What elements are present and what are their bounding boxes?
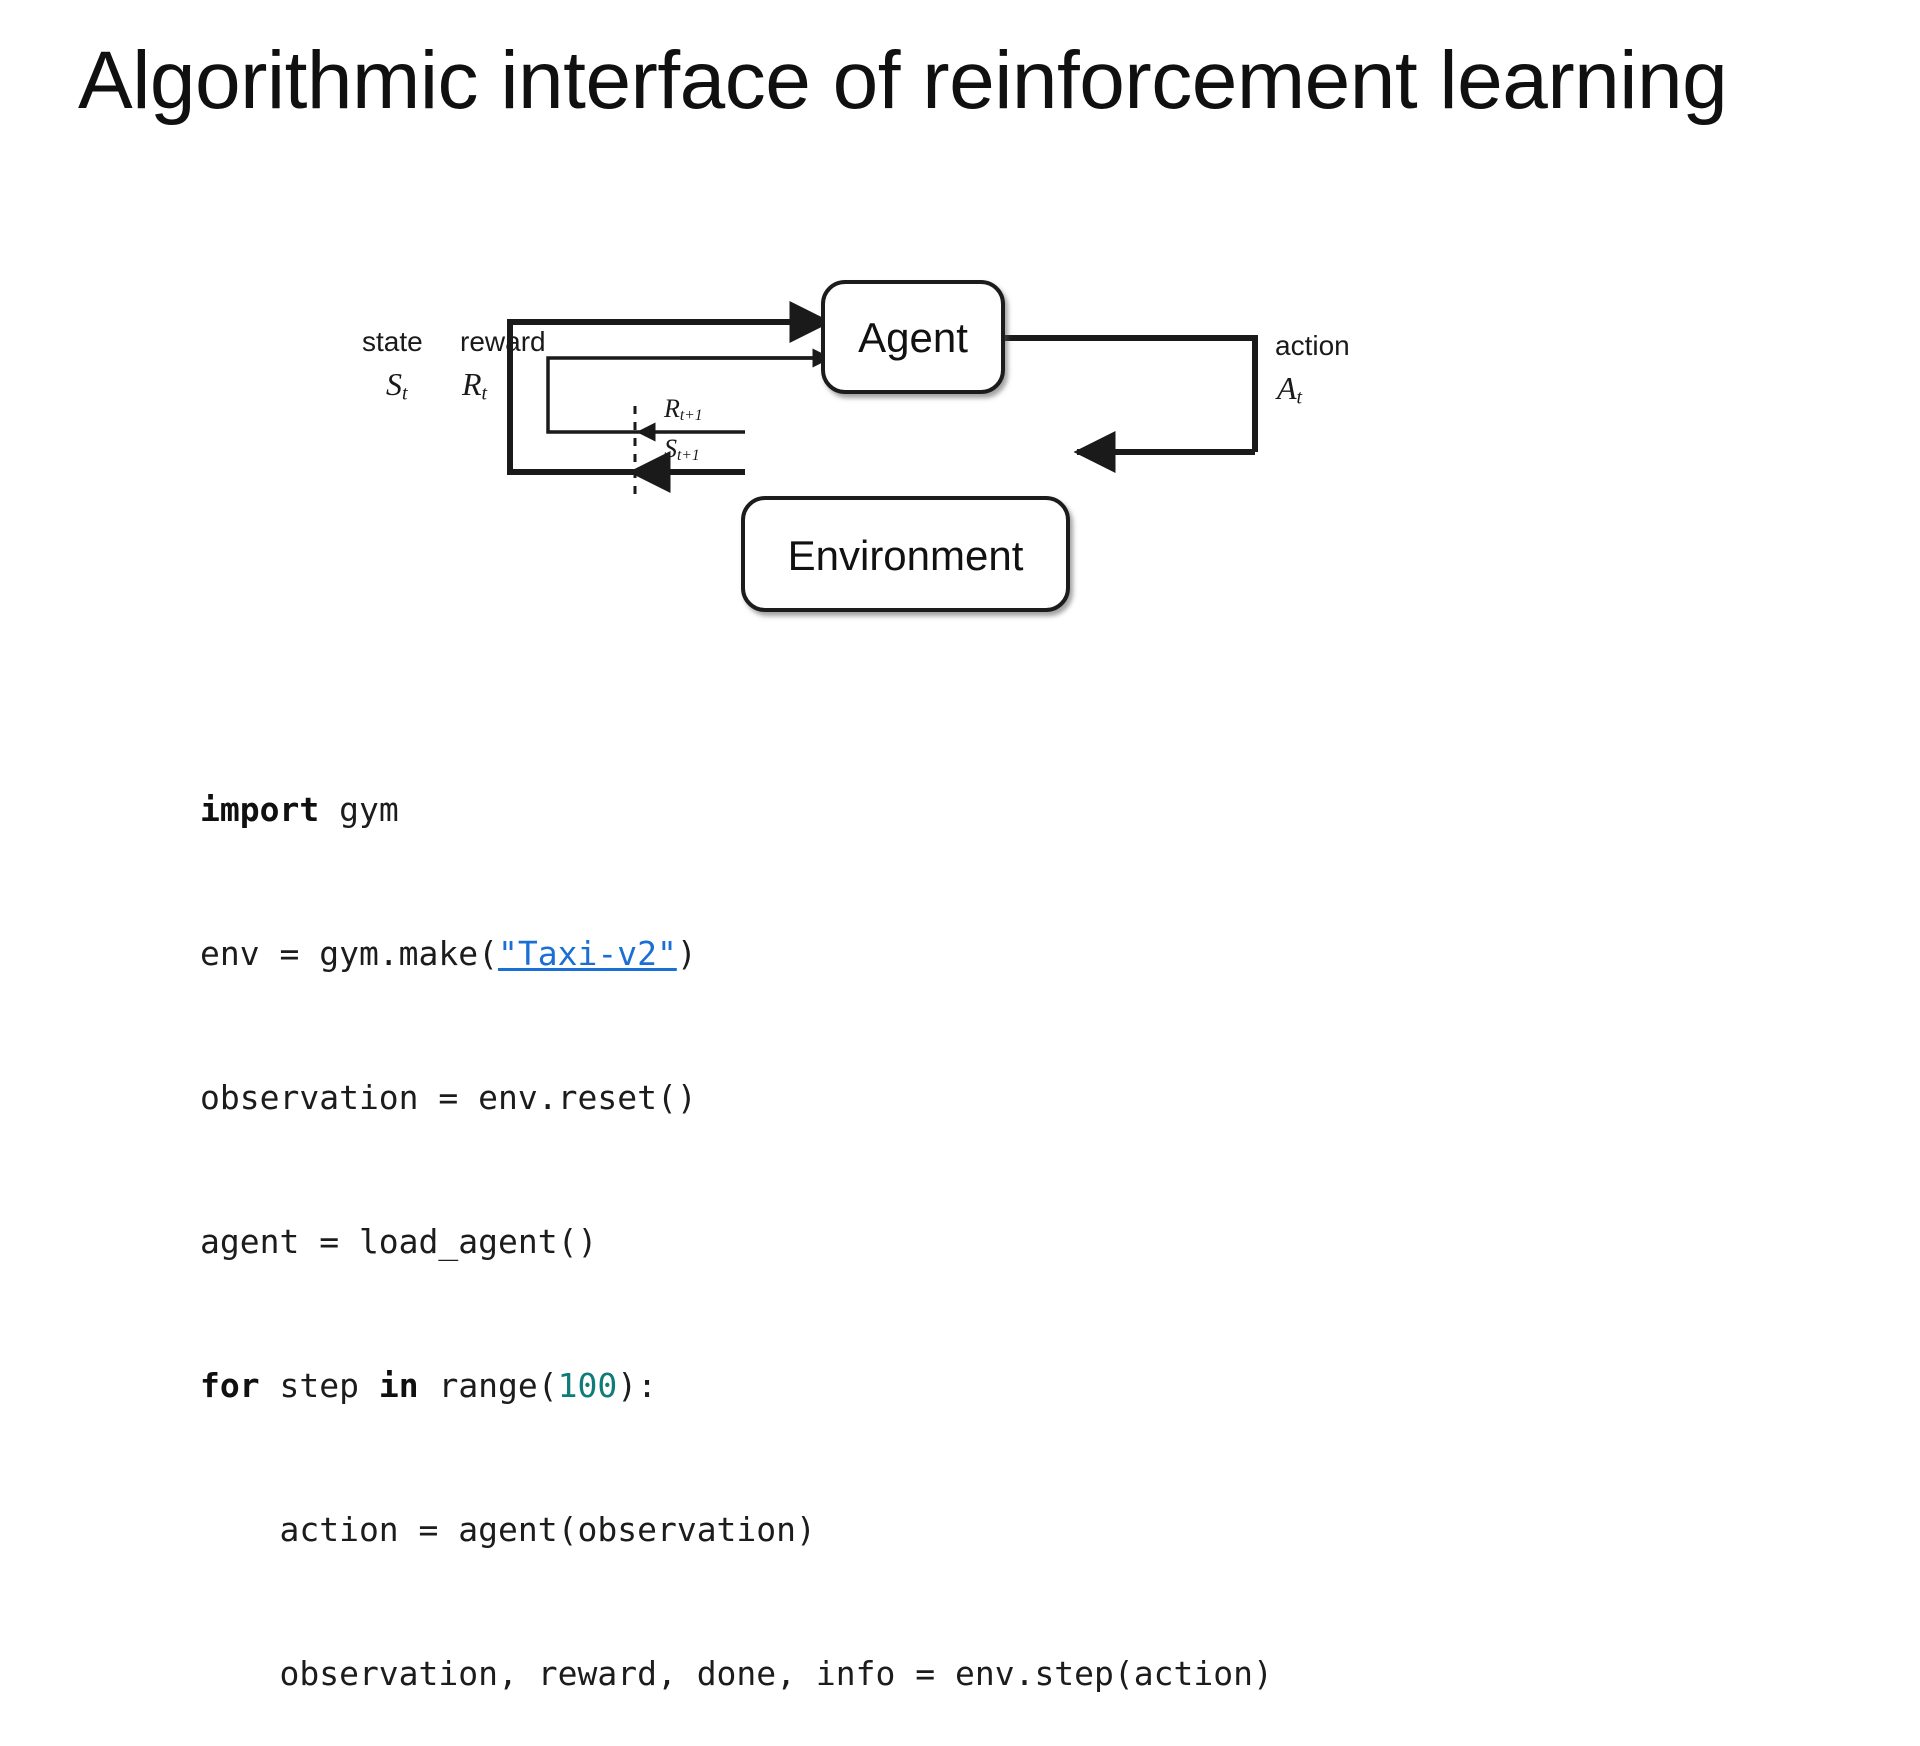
code-number-literal: 100 <box>557 1366 618 1405</box>
code-text: agent = load_agent() <box>200 1222 598 1261</box>
code-line-l7: observation, reward, done, info = env.st… <box>200 1650 1273 1698</box>
rl-loop-svg <box>507 280 1258 612</box>
code-line-l5: for step in range(100): <box>200 1362 1273 1410</box>
code-text: ): <box>617 1366 658 1405</box>
code-text: action = agent(observation) <box>200 1510 816 1549</box>
edge-label-reward-symbol: Rt <box>462 366 488 405</box>
node-environment-label: Environment <box>787 532 1024 579</box>
node-environment-box[interactable] <box>741 496 1070 612</box>
code-line-l4: agent = load_agent() <box>200 1218 1273 1266</box>
code-text: observation = env.reset() <box>200 1078 697 1117</box>
code-keyword: in <box>378 1366 419 1405</box>
code-text: gym <box>319 790 399 829</box>
edge-label-state-word: state <box>362 326 423 357</box>
code-text: observation, reward, done, info = env.st… <box>200 1654 1273 1693</box>
rl-loop-diagram: Agent Environment state St reward Rt act… <box>362 210 1480 630</box>
code-text: env = gym.make( <box>200 934 499 973</box>
node-agent-box[interactable] <box>821 280 1005 394</box>
edge-label-next-state-symbol: St+1 <box>664 434 700 465</box>
code-env-id-link[interactable]: "Taxi-v2" <box>498 934 677 973</box>
node-agent-label: Agent <box>858 314 968 361</box>
code-text: ) <box>676 934 697 973</box>
code-line-l6: action = agent(observation) <box>200 1506 1273 1554</box>
code-keyword: import <box>200 790 320 829</box>
edge-state <box>507 301 832 475</box>
code-keyword: for <box>200 1366 260 1405</box>
code-text: range( <box>418 1366 558 1405</box>
code-text: step <box>259 1366 379 1405</box>
code-line-l1: import gym <box>200 786 1273 834</box>
edge-label-reward-word: reward <box>460 326 546 357</box>
code-line-l2: env = gym.make("Taxi-v2") <box>200 930 1273 978</box>
edge-label-next-reward-symbol: Rt+1 <box>664 394 703 425</box>
edge-label-state-symbol: St <box>386 366 408 405</box>
page-title: Algorithmic interface of reinforcement l… <box>78 35 1728 126</box>
edge-reward <box>546 348 832 434</box>
code-line-l3: observation = env.reset() <box>200 1074 1273 1122</box>
code-block: import gym env = gym.make("Taxi-v2") obs… <box>200 690 1273 1746</box>
edge-action <box>1002 335 1258 473</box>
edge-label-action-symbol: At <box>1277 370 1303 409</box>
edge-label-action-word: action <box>1275 330 1350 361</box>
